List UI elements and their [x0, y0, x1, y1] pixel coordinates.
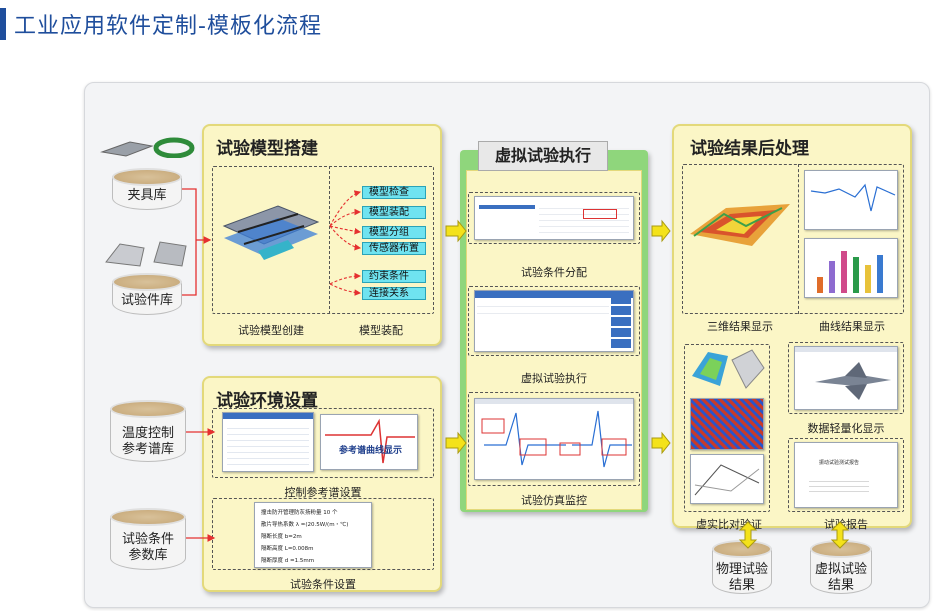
model-build-divider [329, 166, 330, 314]
physical-result-line2: 结果 [728, 578, 755, 593]
tag-constraint: 约束条件 [362, 270, 426, 283]
env-upper-frame [212, 408, 434, 478]
curve-result-screenshot-1 [804, 170, 898, 230]
condition-settings-caption: 试验条件设置 [290, 578, 356, 591]
environment-title: 试验环境设置 [216, 391, 318, 411]
condition-assign-screenshot [474, 196, 634, 240]
condition-db-line1: 试验条件 [121, 532, 174, 547]
model-build-title: 试验模型搭建 [216, 139, 318, 159]
tag-model-group: 模型分组 [362, 226, 426, 239]
condition-line-2: 散片导热系数 λ =(20.5W/(m・℃) [261, 522, 349, 528]
result-top-frame [682, 164, 904, 314]
env-lower-frame [212, 498, 434, 570]
condition-assign-frame [468, 192, 640, 244]
reference-curve-text: 参考谱曲线显示 [339, 446, 403, 456]
tag-sensor-layout: 传感器布置 [362, 242, 426, 255]
page-title: 工业应用软件定制-模板化流程 [14, 14, 322, 39]
temperature-database: 温度控制 参考谱库 [110, 400, 186, 462]
lightweight-caption: 数据轻量化显示 [807, 422, 885, 435]
fixture-database-label: 夹具库 [127, 188, 167, 203]
3d-result-image [686, 186, 794, 262]
condition-db-line2: 参数库 [128, 548, 168, 563]
specimen-image [100, 238, 195, 270]
report-frame [788, 438, 904, 512]
virtual-exec-screenshot [474, 290, 634, 352]
top-divider [798, 164, 799, 314]
model-build-frame [212, 166, 434, 314]
condition-database: 试验条件 参数库 [110, 508, 186, 570]
specimen-database: 试验件库 [112, 273, 182, 315]
tag-model-check: 模型检查 [362, 186, 426, 199]
report-screenshot: 振动试验测试报告 [794, 442, 898, 508]
assembly-model-image [218, 196, 322, 266]
virtual-result-database: 虚拟试验 结果 [810, 540, 872, 594]
virtual-exec-frame [468, 286, 640, 356]
control-spectrum-screenshot [222, 412, 314, 472]
post-processing-title: 试验结果后处理 [690, 139, 809, 159]
compare-lines [690, 454, 764, 504]
reference-curve-screenshot: 参考谱曲线显示 [320, 414, 418, 470]
physical-result-database: 物理试验 结果 [712, 540, 772, 594]
model-assembly-caption: 模型装配 [359, 324, 403, 337]
curve-result-caption: 曲线结果显示 [819, 320, 885, 333]
fixture-image [100, 136, 195, 159]
compare-frame [684, 344, 770, 512]
virtual-exec-caption: 虚拟试验执行 [521, 372, 587, 385]
condition-line-5: 隔断厚度 d =1.5mm [261, 558, 315, 564]
title-accent-bar [0, 8, 6, 40]
report-screenshot-text: 振动试验测试报告 [819, 460, 860, 466]
assembly-dashed-arrows [329, 190, 362, 296]
tag-connection: 连接关系 [362, 287, 426, 300]
virtual-execution-title: 虚拟试验执行 [478, 141, 608, 171]
temperature-db-line1: 温度控制 [121, 426, 174, 441]
condition-assign-caption: 试验条件分配 [521, 266, 587, 279]
tag-model-assembly: 模型装配 [362, 206, 426, 219]
flow-yellow-arrows [445, 219, 671, 455]
compare-model-image [688, 346, 768, 392]
condition-line-4: 隔断高度 L=0.008m [261, 546, 314, 552]
result-updown-arrows [738, 521, 850, 549]
fixture-database: 夹具库 [112, 168, 182, 210]
database-red-connectors [182, 188, 216, 542]
sim-monitor-caption: 试验仿真监控 [521, 494, 587, 507]
light-frame [788, 342, 904, 414]
condition-line-1: 撞击防开管理防灰扬粉量 10 个 [261, 510, 338, 516]
curve-result-screenshot-2 [804, 238, 898, 298]
physical-result-line1: 物理试验 [715, 562, 768, 577]
condition-line-3: 隔断长度 b=2m [261, 534, 302, 540]
sim-monitor-frame [468, 392, 640, 486]
virtual-result-line1: 虚拟试验 [814, 562, 867, 577]
lightweight-screenshot [794, 346, 898, 410]
3d-result-caption: 三维结果显示 [707, 320, 773, 333]
compare-heatmap [690, 398, 764, 450]
condition-settings-sheet: 撞击防开管理防灰扬粉量 10 个 散片导热系数 λ =(20.5W/(m・℃) … [254, 502, 372, 568]
control-spectrum-caption: 控制参考谱设置 [284, 486, 362, 499]
model-create-caption: 试验模型创建 [238, 324, 304, 337]
sim-monitor-screenshot [474, 398, 634, 480]
temperature-db-line2: 参考谱库 [121, 442, 174, 457]
specimen-database-label: 试验件库 [120, 293, 173, 308]
virtual-result-line2: 结果 [827, 578, 854, 593]
